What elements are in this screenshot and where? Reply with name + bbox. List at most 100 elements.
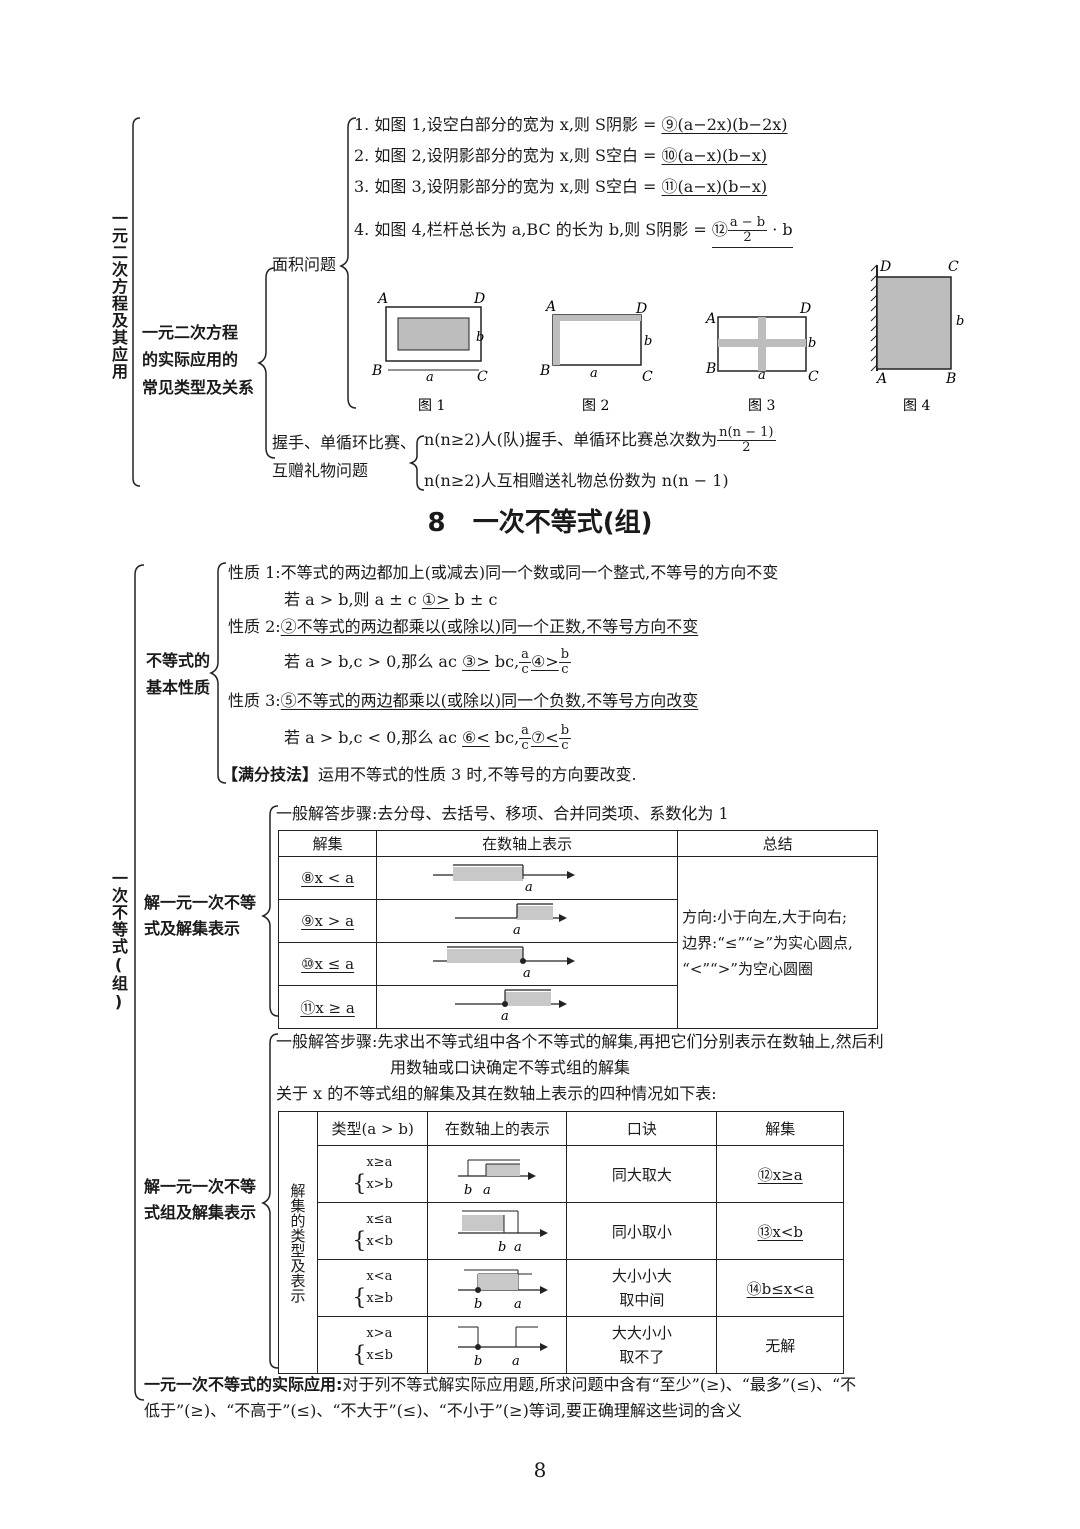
area-item-2: 2. 如图 2,设阴影部分的宽为 x,则 S空白 = ⑩(a−x)(b−x) [354, 146, 768, 165]
props-label-line2: 基本性质 [146, 678, 211, 697]
table2-row3-answer: ⑭b≤x<a [746, 1279, 814, 1298]
property-2: 性质 2:②不等式的两边都乘以(或除以)同一个正数,不等号方向不变 [228, 617, 699, 636]
table2-header-rule: 口诀 [566, 1111, 718, 1146]
table2-row2-answer: ⑬x<b [757, 1222, 804, 1241]
property-3: 性质 3:⑤不等式的两边都乘以(或除以)同一个负数,不等号方向改变 [228, 691, 699, 710]
figure-1: A D B C a b 图 1 [371, 291, 488, 414]
ineq-side-label: 一次不等式(组) [109, 870, 128, 1012]
svg-text:b: b [644, 334, 652, 349]
svg-text:a: a [512, 1354, 520, 1369]
svg-text:B: B [539, 363, 550, 379]
svg-text:图 4: 图 4 [903, 398, 930, 414]
svg-text:A: A [544, 299, 556, 315]
table2-row2-rule: 同小取小 [566, 1202, 718, 1260]
top-subject-line3: 常见类型及关系 [142, 378, 255, 397]
svg-text:a: a [758, 368, 766, 383]
area-figures: A D B C a b 图 1 A D B C a b 图 2 A D B C … [371, 259, 964, 414]
table1-row3-axis: a [376, 942, 679, 986]
svg-text:B: B [371, 363, 382, 379]
top-side-label: 一元二次方程及其应用 [109, 210, 128, 380]
svg-text:b: b [476, 330, 484, 345]
property-1: 性质 1:不等式的两边都加上(或减去)同一个数或同一个整式,不等号的方向不变 [228, 563, 779, 582]
figure-3: A D B C a b 图 3 [704, 301, 819, 414]
props-label-line1: 不等式的 [146, 651, 211, 670]
svg-text:B: B [945, 371, 956, 387]
table1-row4-set: ⑪x ≥ a [300, 998, 355, 1017]
svg-text:b: b [498, 1240, 506, 1255]
svg-text:a: a [426, 370, 434, 385]
svg-text:a: a [523, 966, 531, 981]
svg-text:D: D [799, 301, 811, 317]
application-line1: 一元一次不等式的实际应用:对于列不等式解实际应用题,所求问题中含有“至少”(≥)… [144, 1375, 857, 1394]
svg-text:D: D [473, 291, 485, 307]
table1-row1-set: ⑧x < a [301, 869, 355, 887]
svg-text:b: b [956, 314, 964, 329]
table1-row1-axis: a [376, 856, 679, 900]
table2-row4-rule: 大大小小取不了 [566, 1316, 718, 1374]
table1-header-axis: 在数轴上表示 [376, 830, 679, 857]
svg-text:D: D [879, 259, 891, 275]
table2-row1-answer: ⑫x≥a [757, 1165, 803, 1184]
top-subject-line2: 的实际应用的 [142, 350, 239, 369]
area-item-2-answer: ⑩(a−x)(b−x) [661, 146, 768, 165]
svg-text:b: b [808, 336, 816, 351]
table2-row4-answer: 无解 [716, 1316, 844, 1374]
svg-text:a: a [525, 880, 533, 895]
svg-text:图 3: 图 3 [748, 398, 775, 414]
tip: 【满分技法】运用不等式的性质 3 时,不等号的方向要改变. [222, 765, 637, 784]
area-item-3: 3. 如图 3,设阴影部分的宽为 x,则 S空白 = ⑪(a−x)(b−x) [354, 177, 768, 196]
top-subject-line1: 一元二次方程 [142, 323, 239, 342]
table2-row3-rule: 大小小大取中间 [566, 1259, 718, 1317]
svg-text:C: C [477, 369, 488, 385]
svg-text:C: C [808, 369, 819, 385]
section-title: 8 一次不等式(组) [427, 508, 653, 538]
solve2-steps-1: 一般解答步骤:先求出不等式组中各个不等式的解集,再把它们分别表示在数轴上,然后利 [276, 1032, 884, 1051]
figure-2: A D B C a b 图 2 [539, 299, 653, 414]
table2-header-axis: 在数轴上的表示 [427, 1111, 568, 1146]
svg-text:A: A [875, 371, 887, 387]
solve2-label-line1: 解一元一次不等 [144, 1177, 257, 1196]
svg-text:b: b [474, 1354, 482, 1369]
page-number: 8 [533, 1458, 547, 1482]
svg-text:C: C [642, 369, 653, 385]
figure-4: D C A B b 图 4 [870, 259, 964, 414]
solve2-intro: 关于 x 的不等式组的解集及其在数轴上表示的四种情况如下表: [276, 1084, 717, 1103]
table2-header-type: 类型(a > b) [316, 1111, 429, 1146]
area-item-1: 1. 如图 1,设空白部分的宽为 x,则 S阴影 = ⑨(a−2x)(b−2x) [354, 115, 788, 134]
svg-text:a: a [501, 1009, 509, 1024]
handshake-label-line2: 互赠礼物问题 [272, 461, 369, 480]
solve2-label-line2: 式组及解集表示 [144, 1203, 257, 1222]
table2-side: 解集的类型及表示 [278, 1111, 318, 1374]
solution-set-table: 解集 在数轴上表示 总结 ⑧x < a a 方向:小于向左,大于向右; 边界:“… [277, 830, 878, 1029]
table1-summary: 方向:小于向左,大于向右; 边界:“≤”“≥”为实心圆点, “<”“>”为空心圆… [677, 856, 878, 1029]
solve1-label-line2: 式及解集表示 [144, 919, 241, 938]
solve1-label-line1: 解一元一次不等 [144, 893, 257, 912]
svg-text:D: D [635, 301, 647, 317]
svg-text:a: a [514, 1297, 522, 1312]
svg-text:图 1: 图 1 [418, 398, 445, 414]
svg-text:a: a [483, 1183, 491, 1198]
area-label: 面积问题 [272, 255, 337, 274]
svg-text:A: A [704, 311, 716, 327]
svg-text:B: B [705, 361, 716, 377]
table2-row1-rule: 同大取大 [566, 1145, 718, 1203]
area-item-1-answer: ⑨(a−2x)(b−2x) [661, 115, 788, 134]
svg-text:C: C [948, 259, 959, 275]
table1-row2-axis: a [376, 899, 679, 943]
solve1-steps: 一般解答步骤:去分母、去括号、移项、合并同类项、系数化为 1 [276, 804, 729, 823]
svg-text:A: A [376, 291, 388, 307]
